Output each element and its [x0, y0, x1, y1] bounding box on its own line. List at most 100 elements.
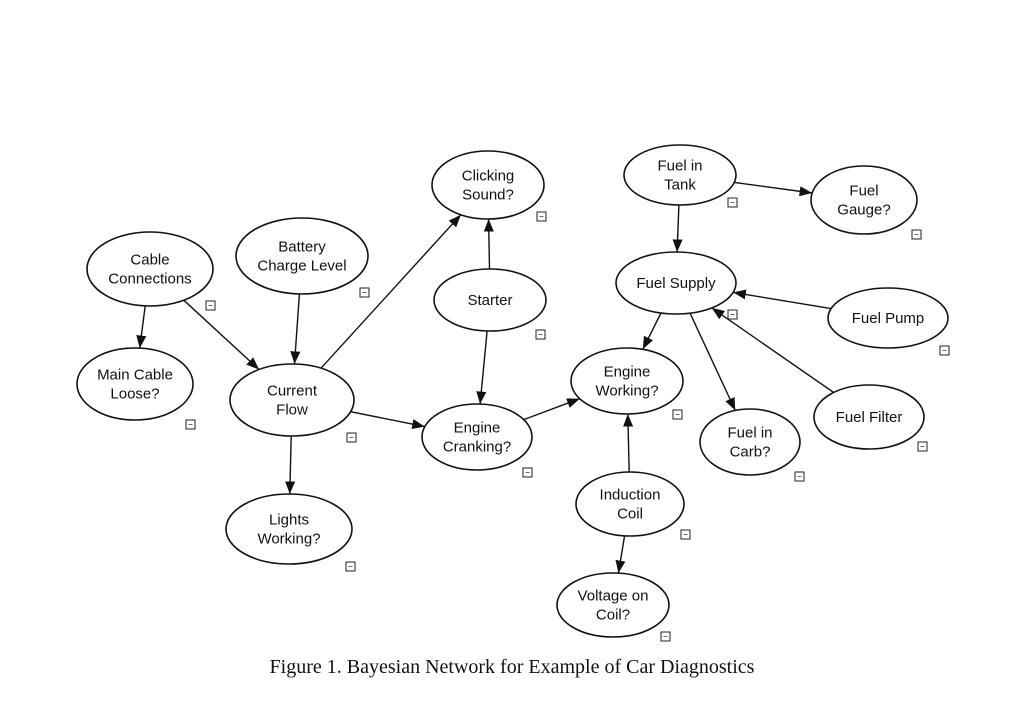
edge-fuel-filter-to-fuel-supply — [711, 307, 835, 394]
node-label: Working? — [257, 531, 320, 548]
node-label: Battery — [278, 239, 326, 256]
node-ellipse — [235, 217, 369, 295]
node-label: Cranking? — [443, 439, 511, 456]
node-label: Loose? — [110, 386, 159, 403]
node-label: Gauge? — [837, 202, 890, 219]
node-state-box-icon[interactable] — [917, 441, 928, 452]
node-label: Coil — [617, 506, 643, 523]
node-state-box-icon[interactable] — [939, 345, 950, 356]
node-label: Carb? — [730, 444, 771, 461]
figure-caption: Figure 1. Bayesian Network for Example o… — [269, 656, 755, 678]
node-label: Connections — [108, 271, 191, 288]
node-label: Clicking — [462, 168, 515, 185]
node-label: Cable — [130, 252, 169, 269]
node-label: Flow — [276, 402, 308, 419]
edge-engine-cranking-to-engine-working — [523, 398, 580, 421]
node-label: Starter — [467, 292, 512, 309]
node-ellipse — [225, 493, 353, 565]
node-label: Engine — [454, 420, 501, 437]
node-ellipse — [433, 268, 547, 332]
edge-starter-to-clicking-sound — [483, 218, 494, 270]
node-state-box-icon[interactable] — [727, 197, 738, 208]
node-ellipse — [229, 363, 355, 437]
node-label: Fuel Supply — [636, 275, 716, 292]
edge-induction-coil-to-voltage-on-coil — [615, 535, 626, 574]
node-state-box-icon[interactable] — [660, 631, 671, 642]
edge-induction-coil-to-engine-working — [623, 413, 634, 473]
node-fuel-in-carb[interactable]: Fuel in Carb? — [699, 408, 805, 482]
edge-fuel-in-tank-to-fuel-supply — [672, 204, 683, 253]
edge-cable-connections-to-current-flow — [183, 299, 260, 371]
node-ellipse — [810, 165, 918, 235]
node-label: Charge Level — [257, 258, 346, 275]
node-label: Induction — [600, 487, 661, 504]
node-starter[interactable]: Starter — [433, 268, 547, 340]
edge-current-flow-to-engine-cranking — [350, 411, 425, 430]
node-state-box-icon[interactable] — [535, 329, 546, 340]
node-label: Main Cable — [97, 367, 173, 384]
node-state-box-icon[interactable] — [794, 471, 805, 482]
node-state-box-icon[interactable] — [911, 229, 922, 240]
node-label: Fuel Filter — [836, 409, 903, 426]
node-state-box-icon[interactable] — [205, 300, 216, 311]
edge-fuel-pump-to-fuel-supply — [733, 289, 832, 310]
node-label: Fuel Pump — [852, 310, 925, 327]
node-ellipse — [86, 231, 214, 307]
node-label: Working? — [595, 383, 658, 400]
node-state-box-icon[interactable] — [345, 561, 356, 572]
node-fuel-supply[interactable]: Fuel Supply — [615, 251, 738, 320]
node-fuel-filter[interactable]: Fuel Filter — [813, 384, 928, 452]
edges-layer — [136, 181, 835, 574]
edge-starter-to-engine-cranking — [476, 330, 488, 405]
edge-current-flow-to-lights-working — [285, 435, 296, 495]
node-state-box-icon[interactable] — [185, 419, 196, 430]
node-label: Engine — [604, 364, 651, 381]
node-label: Voltage on — [578, 588, 649, 605]
node-ellipse — [615, 251, 737, 315]
node-ellipse — [813, 384, 925, 450]
node-state-box-icon[interactable] — [359, 287, 370, 298]
edge-fuel-in-tank-to-fuel-gauge — [734, 181, 813, 197]
node-label: Current — [267, 383, 318, 400]
node-state-box-icon[interactable] — [522, 467, 533, 478]
edge-cable-connections-to-main-cable-loose — [136, 305, 147, 349]
node-label: Tank — [664, 177, 696, 194]
node-state-box-icon[interactable] — [680, 529, 691, 540]
edge-fuel-supply-to-fuel-in-carb — [689, 312, 736, 411]
node-label: Fuel in — [727, 425, 772, 442]
node-ellipse — [575, 471, 685, 537]
node-label: Fuel — [849, 183, 878, 200]
node-fuel-pump[interactable]: Fuel Pump — [827, 287, 950, 356]
node-state-box-icon[interactable] — [536, 211, 547, 222]
node-fuel-in-tank[interactable]: Fuel in Tank — [623, 144, 738, 208]
node-state-box-icon[interactable] — [346, 432, 357, 443]
node-ellipse — [699, 408, 801, 476]
node-label: Fuel in — [657, 158, 702, 175]
node-label: Lights — [269, 512, 309, 529]
node-state-box-icon[interactable] — [727, 309, 738, 320]
node-ellipse — [421, 403, 533, 471]
node-ellipse — [431, 150, 545, 220]
edge-fuel-supply-to-engine-working — [642, 312, 662, 350]
edge-current-flow-to-clicking-sound — [320, 214, 462, 369]
node-ellipse — [556, 572, 670, 638]
node-state-box-icon[interactable] — [672, 409, 683, 420]
node-ellipse — [570, 347, 684, 415]
edge-battery-charge-level-to-current-flow — [290, 293, 301, 365]
node-label: Sound? — [462, 187, 514, 204]
node-ellipse — [623, 144, 737, 206]
node-ellipse — [76, 347, 194, 421]
